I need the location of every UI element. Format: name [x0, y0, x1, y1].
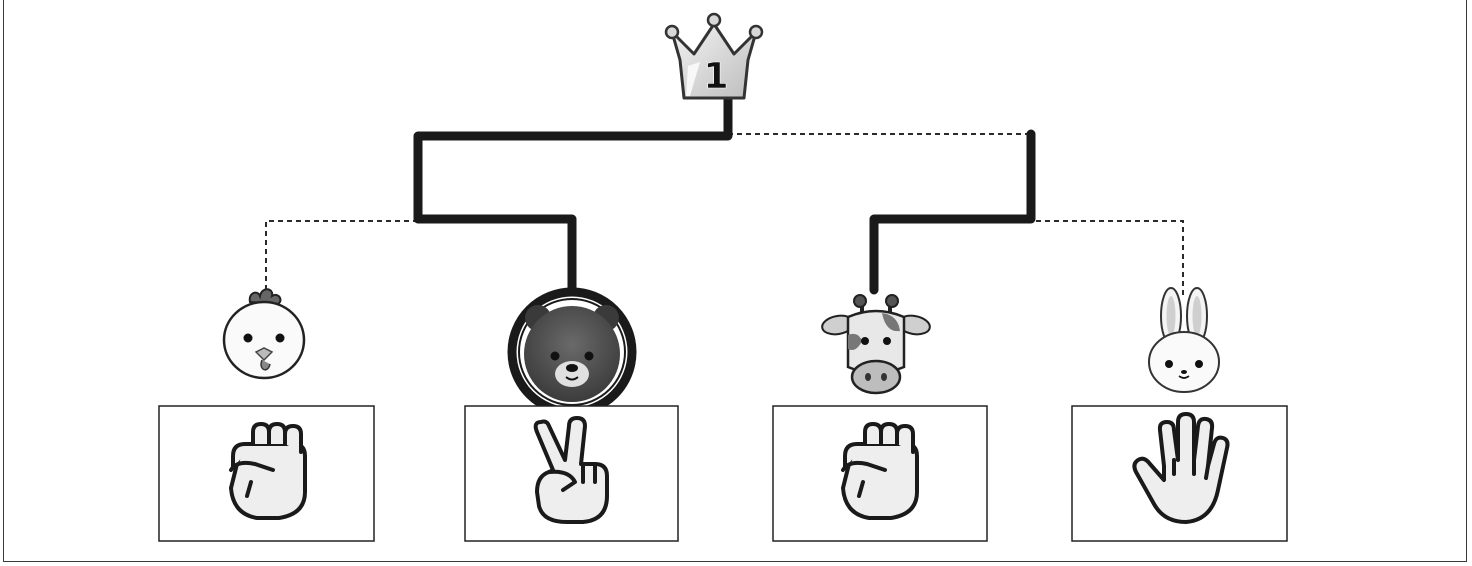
line-rabbit: [1035, 221, 1183, 295]
gesture-boxes: [159, 406, 1287, 541]
rabbit-icon: [1149, 288, 1219, 392]
crown-icon: 1: [666, 14, 762, 98]
line-chicken: [266, 221, 415, 290]
line-bear-path: [418, 100, 728, 296]
crown-rank: 1: [703, 56, 728, 97]
bracket-lines-lost: [266, 134, 1183, 295]
bracket-lines-won: [418, 100, 1031, 296]
cow-icon: [821, 295, 932, 393]
chicken-icon: [224, 289, 304, 378]
bear-icon: [512, 292, 632, 412]
line-cow-path: [874, 134, 1031, 290]
